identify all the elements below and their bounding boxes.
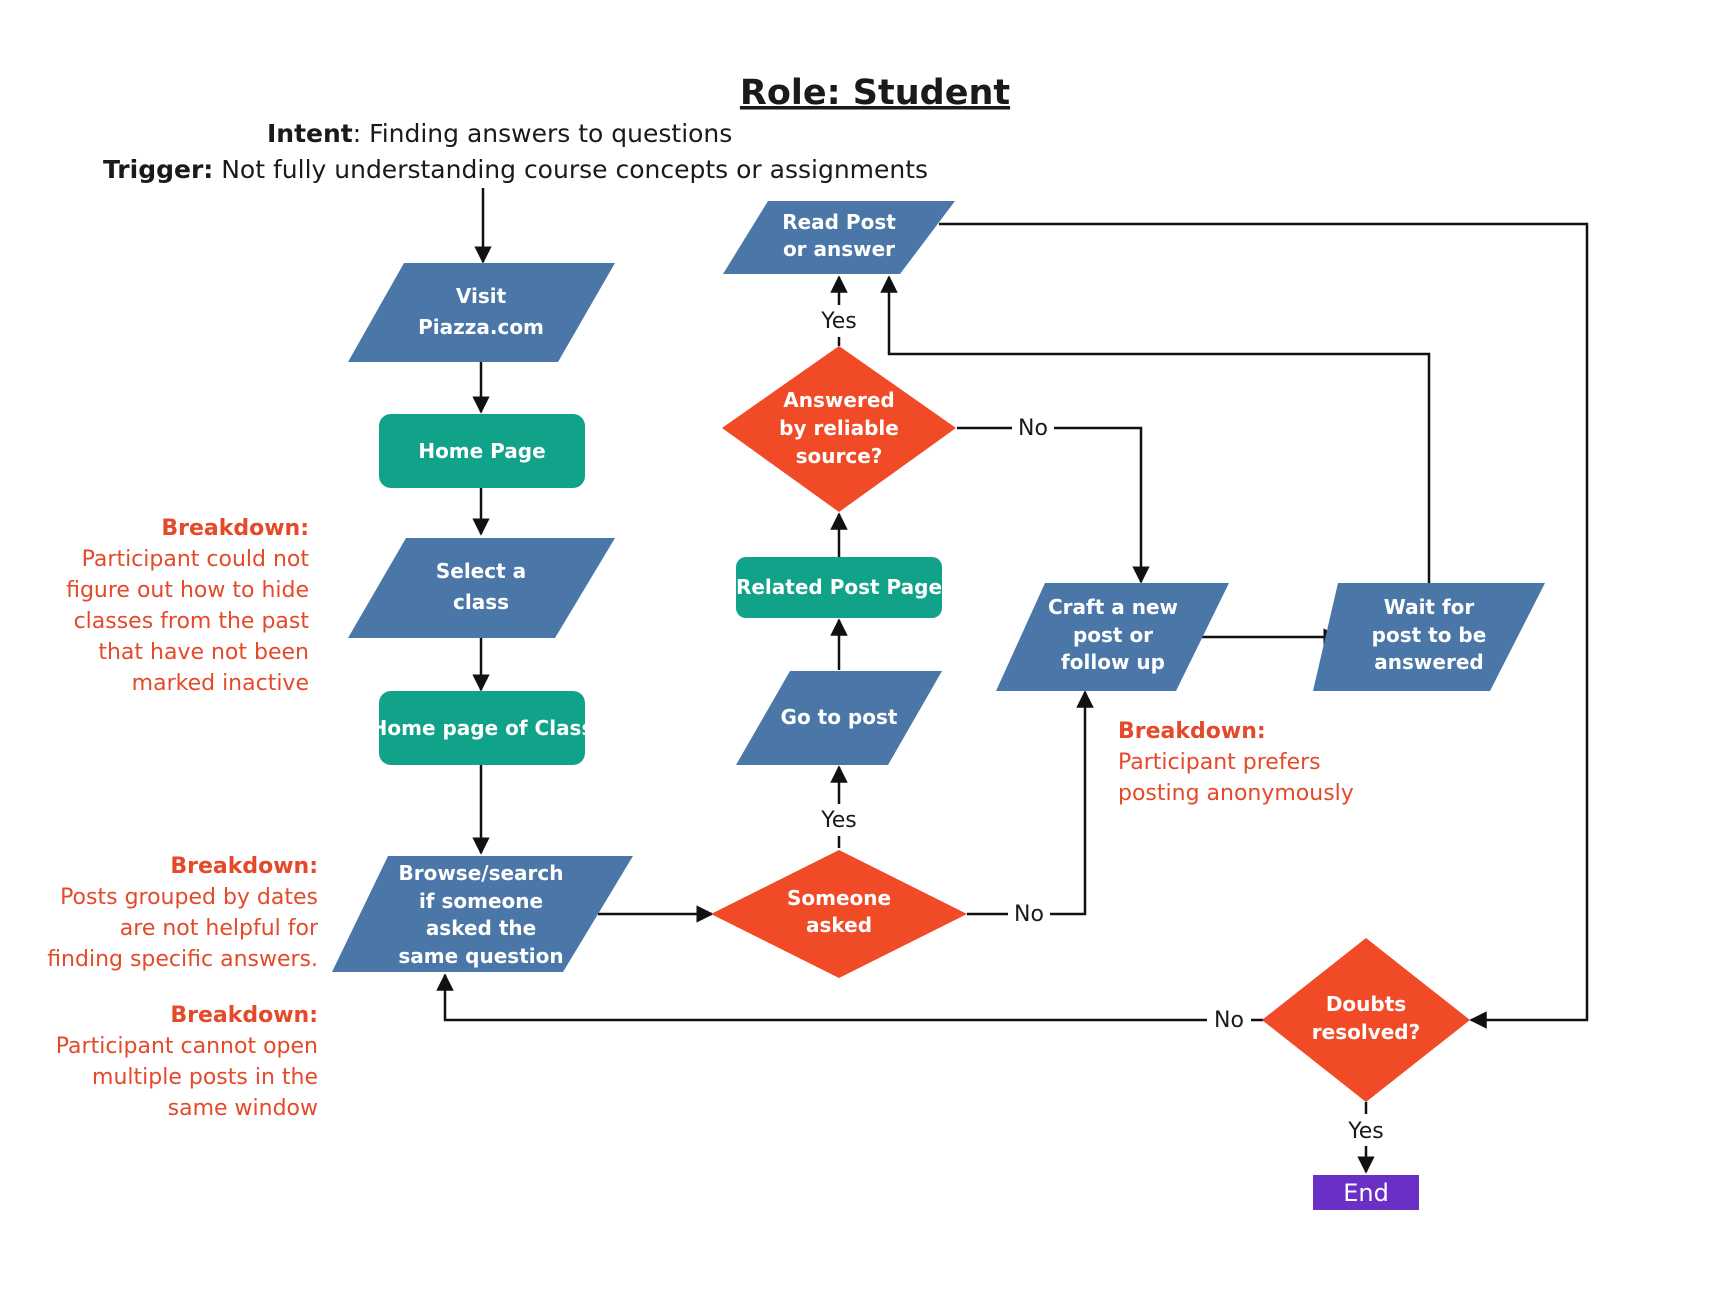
wait-line-1: Wait for — [1384, 595, 1475, 619]
breakdown-2: Breakdown: Posts grouped by dates are no… — [47, 854, 319, 972]
wait-line-3: answered — [1374, 650, 1483, 674]
wait-shape — [1313, 583, 1545, 691]
answered-line-3: source? — [796, 444, 883, 468]
browse-line-1: Browse/search — [398, 861, 563, 885]
edge-answered-to-craft — [957, 426, 1150, 584]
answered-shape — [722, 346, 956, 512]
edge-label-no-someone: No — [1014, 902, 1044, 927]
home-class-shape — [379, 691, 585, 765]
edge-wait-to-read — [880, 275, 1431, 583]
edge-labels: Yes No Yes No No Yes — [816, 305, 1389, 1146]
related-page-line-1: Related Post Page — [736, 575, 942, 599]
select-class-shape — [348, 538, 615, 638]
node-browse[interactable]: Browse/search if someone asked the same … — [332, 856, 633, 972]
breakdown-3-line-1: Participant cannot open — [56, 1034, 318, 1059]
craft-line-3: follow up — [1061, 650, 1165, 674]
breakdown-3-line-2: multiple posts in the — [92, 1065, 318, 1090]
node-read-post[interactable]: Read Post or answer — [723, 201, 955, 274]
breakdown-1-line-2: figure out how to hide — [66, 578, 309, 603]
someone-asked-shape — [711, 850, 967, 978]
browse-shape — [332, 856, 633, 972]
craft-line-2: post or — [1073, 623, 1153, 647]
home-class-line-1: Home page of Class — [371, 716, 594, 740]
breakdown-2-line-1: Posts grouped by dates — [60, 885, 318, 910]
select-class-line-2: class — [453, 590, 509, 614]
browse-line-4: same question — [398, 944, 563, 968]
home-page-shape — [379, 414, 585, 488]
breakdown-1-heading: Breakdown: — [161, 516, 309, 541]
trigger-text: Not fully understanding course concepts … — [213, 155, 928, 184]
node-go-to-post[interactable]: Go to post — [736, 671, 942, 765]
breakdown-1-line-5: marked inactive — [132, 671, 309, 696]
breakdown-4-heading: Breakdown: — [1118, 719, 1266, 744]
breakdown-3: Breakdown: Participant cannot open multi… — [56, 1003, 318, 1121]
go-to-post-line-1: Go to post — [781, 705, 898, 729]
craft-line-1: Craft a new — [1048, 595, 1178, 619]
node-related-page[interactable]: Related Post Page — [736, 557, 942, 618]
read-post-line-1: Read Post — [782, 210, 896, 234]
answered-line-1: Answered — [783, 388, 894, 412]
browse-line-2: if someone — [419, 889, 543, 913]
visit-shape — [348, 263, 615, 362]
node-craft[interactable]: Craft a new post or follow up — [996, 583, 1229, 691]
select-class-line-1: Select a — [436, 559, 526, 583]
breakdown-2-line-3: finding specific answers. — [47, 947, 318, 972]
intent-line: Intent: Finding answers to questions — [267, 119, 732, 148]
someone-asked-line-2: asked — [806, 913, 872, 937]
edge-label-no-doubts: No — [1214, 1008, 1244, 1033]
read-post-shape — [723, 201, 955, 274]
craft-shape — [996, 583, 1229, 691]
edge-label-yes-goto: Yes — [820, 808, 857, 833]
home-page-line-1: Home Page — [418, 439, 545, 463]
breakdown-1: Breakdown: Participant could not figure … — [66, 516, 309, 696]
answered-line-2: by reliable — [779, 416, 899, 440]
node-someone-asked[interactable]: Someone asked — [711, 850, 967, 978]
node-home-class[interactable]: Home page of Class — [371, 691, 594, 765]
related-page-shape — [736, 557, 942, 618]
edge-someone-to-craft — [967, 690, 1094, 916]
edge-label-yes-read: Yes — [820, 309, 857, 334]
end-label: End — [1343, 1179, 1389, 1207]
breakdown-2-line-2: are not helpful for — [120, 916, 319, 941]
breakdown-1-line-1: Participant could not — [82, 547, 310, 572]
breakdown-2-heading: Breakdown: — [170, 854, 318, 879]
breakdown-4: Breakdown: Participant prefers posting a… — [1118, 719, 1354, 806]
wait-line-2: post to be — [1372, 623, 1487, 647]
edge-read-to-doubts — [939, 222, 1589, 1029]
edge-label-no-answered: No — [1018, 416, 1048, 441]
visit-line-1: Visit — [456, 284, 507, 308]
browse-line-3: asked the — [426, 916, 536, 940]
someone-asked-line-1: Someone — [787, 886, 891, 910]
breakdown-4-line-1: Participant prefers — [1118, 750, 1321, 775]
edge-doubts-to-browse — [436, 973, 1265, 1022]
go-to-post-shape — [736, 671, 942, 765]
node-wait[interactable]: Wait for post to be answered — [1313, 583, 1545, 691]
intent-text: : Finding answers to questions — [353, 119, 733, 148]
doubts-shape — [1262, 938, 1470, 1102]
visit-line-2: Piazza.com — [418, 315, 544, 339]
read-post-line-2: or answer — [783, 237, 895, 261]
node-end[interactable]: End — [1313, 1175, 1419, 1210]
node-doubts[interactable]: Doubts resolved? — [1262, 938, 1470, 1102]
node-visit[interactable]: Visit Piazza.com — [348, 263, 615, 362]
doubts-line-1: Doubts — [1326, 992, 1406, 1016]
breakdown-1-line-3: classes from the past — [74, 609, 310, 634]
trigger-line: Trigger: Not fully understanding course … — [103, 155, 928, 184]
intent-label: Intent — [267, 119, 353, 148]
end-shape — [1313, 1175, 1419, 1210]
node-answered[interactable]: Answered by reliable source? — [722, 346, 956, 512]
edge-label-yes-end: Yes — [1347, 1119, 1384, 1144]
breakdown-3-heading: Breakdown: — [170, 1003, 318, 1028]
breakdown-1-line-4: that have not been — [98, 640, 309, 665]
breakdown-3-line-3: same window — [168, 1096, 318, 1121]
node-select-class[interactable]: Select a class — [348, 538, 615, 638]
breakdown-4-line-2: posting anonymously — [1118, 781, 1354, 806]
page-title: Role: Student — [740, 73, 1010, 113]
doubts-line-2: resolved? — [1312, 1020, 1420, 1044]
node-home-page[interactable]: Home Page — [379, 414, 585, 488]
trigger-label: Trigger: — [103, 155, 213, 184]
